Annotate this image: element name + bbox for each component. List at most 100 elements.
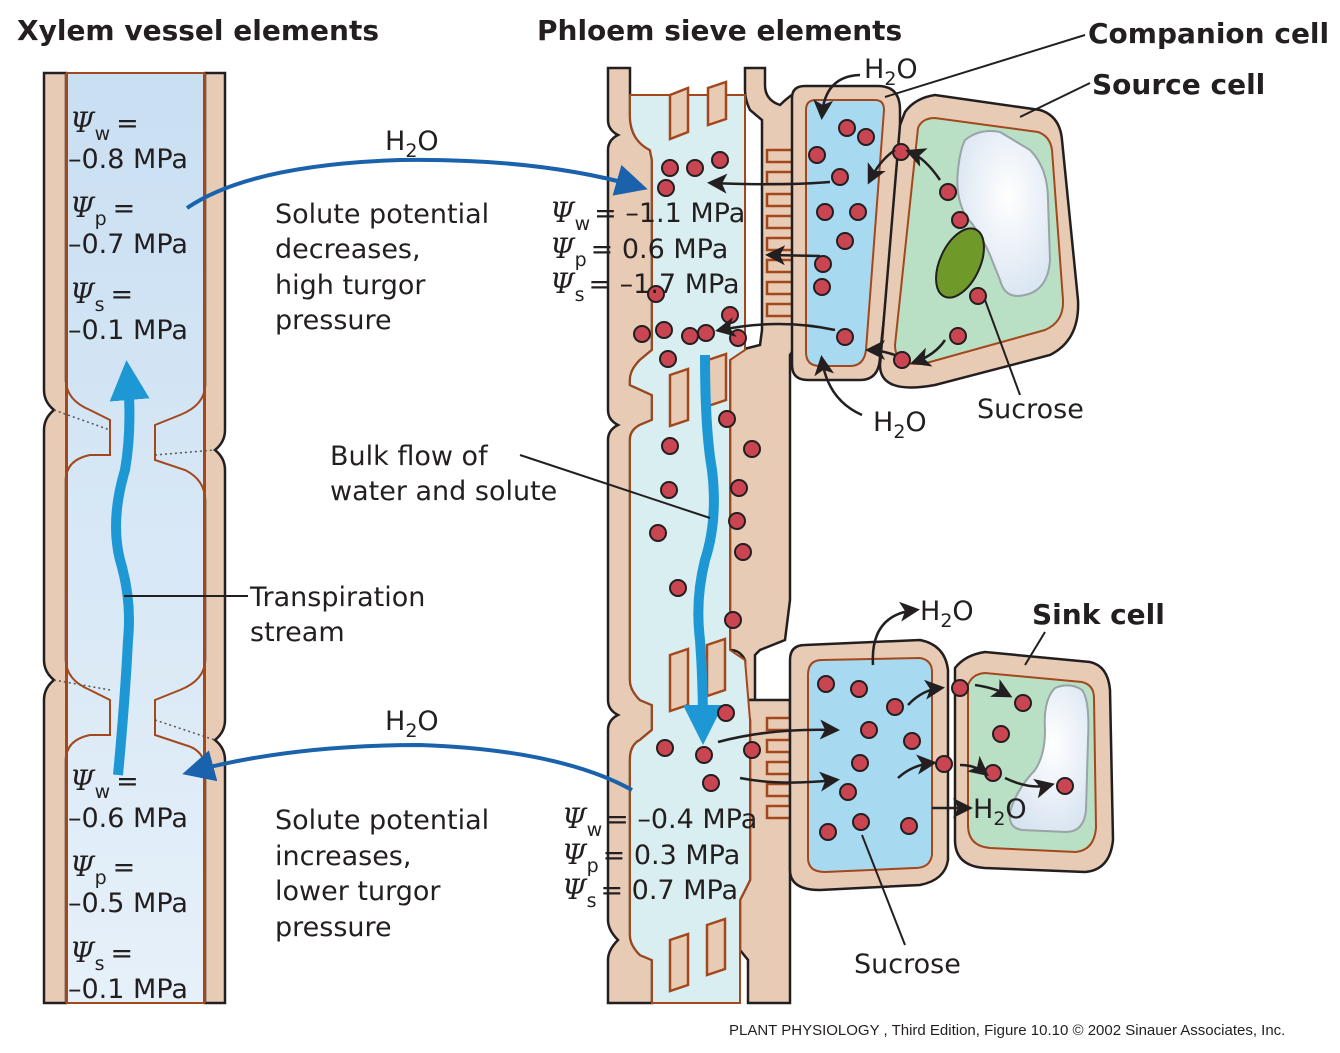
svg-text:Ψw= –0.4 MPa: Ψw= –0.4 MPa <box>562 802 757 841</box>
h2o-labels: H2O H2O H2O H2O H2O H2O <box>385 54 1027 830</box>
sink-cell-label: Sink cell <box>1032 598 1165 631</box>
sucrose-dot <box>836 232 854 250</box>
xylem-bottom-psi-w-value: –0.6 MPa <box>68 803 188 834</box>
h2o-label-sink-out: H2O <box>920 596 974 632</box>
sucrose-dot <box>734 543 752 561</box>
xylem-bottom-psi-p-value: –0.5 MPa <box>68 888 188 919</box>
sucrose-dot <box>900 817 918 835</box>
sucrose-dot <box>836 328 854 346</box>
svg-text:Solute potential: Solute potential <box>275 199 489 230</box>
sucrose-dot <box>893 351 911 369</box>
sucrose-dot <box>647 285 665 303</box>
svg-text:Bulk flow of: Bulk flow of <box>330 441 489 472</box>
sieve-plate-bottom <box>668 917 727 993</box>
sucrose-dot <box>860 721 878 739</box>
sucrose-dot <box>655 321 673 339</box>
sucrose-dot <box>656 739 674 757</box>
sucrose-dot <box>697 324 715 342</box>
sucrose-dot <box>695 746 713 764</box>
svg-text:Ψw=: Ψw= <box>70 106 139 145</box>
xylem-lumen <box>66 72 205 1004</box>
sucrose-dot <box>849 203 867 221</box>
sink-vacuole <box>1008 684 1090 834</box>
sucrose-dot <box>892 143 910 161</box>
sucrose-dot <box>852 813 870 831</box>
svg-text:Ψs=: Ψs= <box>70 936 133 975</box>
svg-text:Ψp= 0.6 MPa: Ψp= 0.6 MPa <box>550 232 728 271</box>
xylem-top-potentials: Ψw= –0.8 MPa Ψp= –0.7 MPa Ψs= –0.1 MPa <box>68 106 188 346</box>
h2o-label-companion-in: H2O <box>864 54 918 90</box>
sucrose-dot <box>814 255 832 273</box>
svg-text:decreases,: decreases, <box>275 234 421 265</box>
sucrose-dot <box>857 128 875 146</box>
xylem-bottom-psi-s-value: –0.1 MPa <box>68 974 188 1005</box>
sucrose-dot <box>729 329 747 347</box>
svg-text:pressure: pressure <box>275 305 392 336</box>
sucrose-dot <box>949 327 967 345</box>
svg-text:lower turgor: lower turgor <box>275 876 441 907</box>
sucrose-dot <box>657 179 675 197</box>
h2o-label-companion-bottom: H2O <box>873 407 927 443</box>
sieve-plate-middle <box>668 352 728 428</box>
sucrose-dot <box>839 783 857 801</box>
arrow-cc-to-se <box>867 148 896 185</box>
water-arrow-xylem-to-phloem <box>185 157 648 210</box>
sucrose-dot <box>903 732 921 750</box>
svg-text:Solute potential: Solute potential <box>275 805 489 836</box>
sucrose-molecules <box>633 119 1074 841</box>
svg-text:pressure: pressure <box>275 912 392 943</box>
svg-text:Ψs= 0.7 MPa: Ψs= 0.7 MPa <box>562 873 738 912</box>
sieve-plate-top <box>668 80 728 141</box>
source-cell-label: Source cell <box>1092 68 1265 101</box>
sucrose-dot <box>813 278 831 296</box>
svg-text:increases,: increases, <box>275 841 411 872</box>
sucrose-dot <box>702 774 720 792</box>
leader-lines <box>124 34 1091 946</box>
sucrose-dot <box>681 327 699 345</box>
sucrose-dot <box>660 481 678 499</box>
sucrose-dot <box>728 512 746 530</box>
sucrose-dot <box>717 704 735 722</box>
sucrose-dot <box>886 698 904 716</box>
sucrose-dot <box>992 725 1010 743</box>
svg-text:Transpiration: Transpiration <box>249 582 425 613</box>
xylem-top-psi-s-value: –0.1 MPa <box>68 315 188 346</box>
sucrose-dot <box>817 675 835 693</box>
source-cell <box>878 93 1080 389</box>
xylem-top-psi-w-value: –0.8 MPa <box>68 144 188 175</box>
water-arrow-phloem-to-xylem <box>182 742 633 792</box>
sucrose-dot <box>649 524 667 542</box>
svg-text:water and solute: water and solute <box>330 476 557 507</box>
chloroplast <box>935 227 985 299</box>
sucrose-dot <box>661 437 679 455</box>
sucrose-dot <box>951 679 969 697</box>
sink-description: Solute potential increases, lower turgor… <box>275 805 489 943</box>
sucrose-label-source: Sucrose <box>977 394 1084 425</box>
sucrose-dot <box>711 151 729 169</box>
sucrose-dot <box>819 823 837 841</box>
svg-text:Ψs= –1.7 MPa: Ψs= –1.7 MPa <box>550 267 740 306</box>
h2o-label-sink-cell: H2O <box>973 794 1027 830</box>
sucrose-dot <box>686 159 704 177</box>
figure-credit: PLANT PHYSIOLOGY , Third Edition, Figure… <box>729 1022 1285 1039</box>
sucrose-label-sink: Sucrose <box>854 949 961 980</box>
svg-text:stream: stream <box>250 617 345 648</box>
sucrose-dot <box>951 211 969 229</box>
sink-cell <box>953 650 1115 874</box>
sucrose-dot <box>831 168 849 186</box>
transpiration-label: Transpiration stream <box>249 582 425 648</box>
svg-text:Ψs=: Ψs= <box>70 277 133 316</box>
source-vacuole <box>956 130 1052 297</box>
phloem-source-potentials: Ψw= –1.1 MPa Ψp= 0.6 MPa Ψs= –1.7 MPa <box>550 196 745 306</box>
sucrose-dot <box>850 680 868 698</box>
sucrose-dot <box>939 183 957 201</box>
svg-text:Ψp=: Ψp= <box>70 191 135 230</box>
sucrose-dot <box>816 203 834 221</box>
sucrose-dot <box>984 764 1002 782</box>
sucrose-dot <box>1014 694 1032 712</box>
sucrose-dot <box>838 119 856 137</box>
sucrose-dot <box>730 479 748 497</box>
svg-text:Ψw= –1.1 MPa: Ψw= –1.1 MPa <box>550 196 745 235</box>
svg-text:Ψp=: Ψp= <box>70 850 135 889</box>
